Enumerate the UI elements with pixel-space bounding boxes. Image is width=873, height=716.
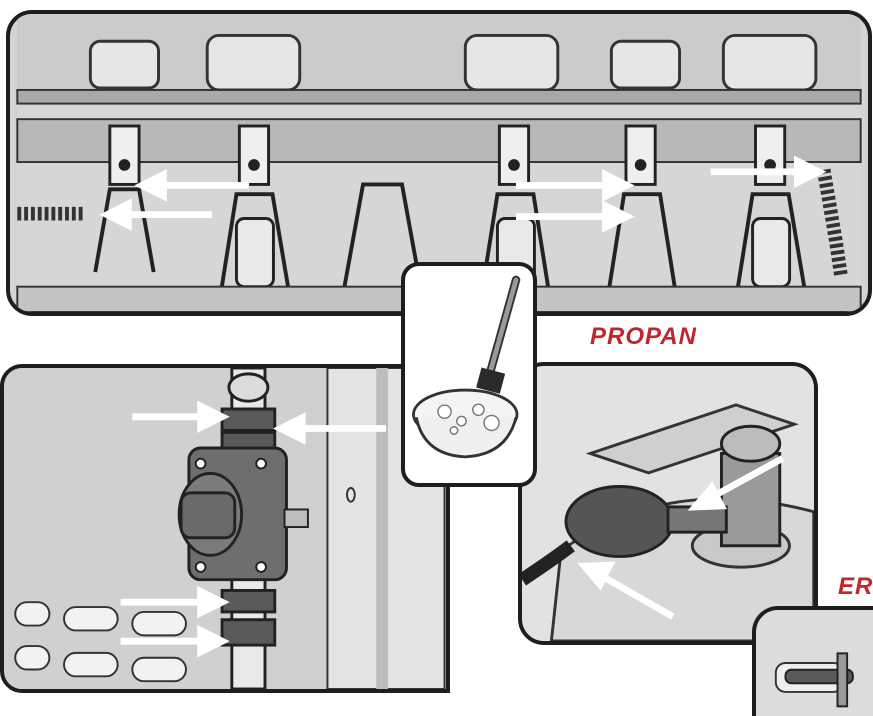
propane-bottle-illustration: [522, 366, 814, 641]
soap-bubbles-icon: [412, 388, 519, 459]
panel-propane-bottle: [518, 362, 818, 645]
panel-erdgas-partial: [752, 606, 873, 716]
panel-regulator-fitting: [0, 364, 450, 693]
brush-icon: [476, 275, 521, 394]
label-erdgas-partial: ER: [838, 573, 873, 600]
label-propan: PROPAN: [590, 323, 697, 350]
erdgas-fitting-illustration: [756, 610, 873, 716]
panel-soap-brush-inset: [401, 262, 537, 487]
regulator-fitting-illustration: [5, 368, 446, 689]
